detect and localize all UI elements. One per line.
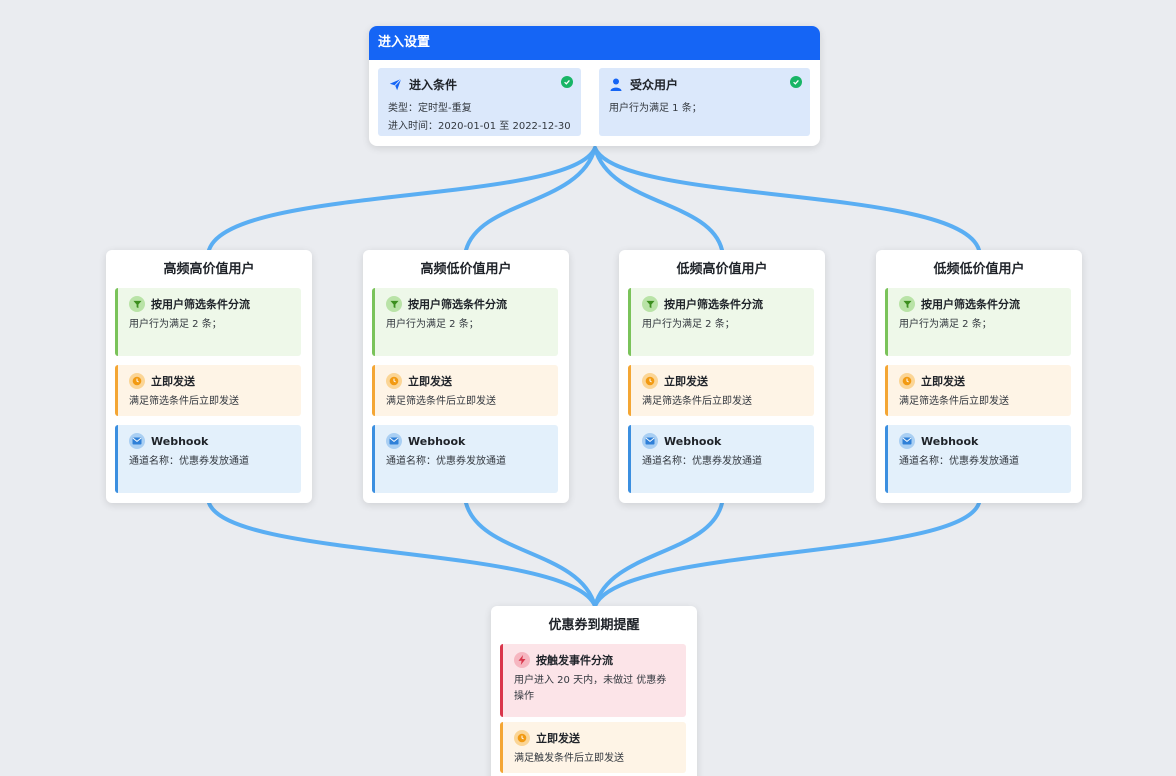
filter-icon <box>899 296 915 312</box>
webhook-node[interactable]: Webhook 通道名称：优惠券发放通道 <box>372 425 558 493</box>
entry-settings-card[interactable]: 进入设置 进入条件 类型：定时型-重复 进入时间：2020-01-01 至 20… <box>369 26 820 146</box>
entry-condition-title: 进入条件 <box>409 77 458 92</box>
branch-card-4[interactable]: 低频低价值用户 按用户筛选条件分流 用户行为满足 2 条； 立即发送 满足筛选条… <box>876 250 1082 503</box>
entry-condition-time: 进入时间：2020-01-01 至 2022-12-30 <box>388 121 571 132</box>
connector-entry-branch-4 <box>593 146 981 252</box>
filter-icon <box>386 296 402 312</box>
send-node-title: 立即发送 <box>151 375 195 388</box>
filter-node-desc: 用户行为满足 2 条； <box>129 319 222 330</box>
filter-node-title: 按用户筛选条件分流 <box>921 298 1020 311</box>
filter-node-title: 按用户筛选条件分流 <box>664 298 763 311</box>
branch-title: 高频低价值用户 <box>420 262 512 277</box>
branch-card-3[interactable]: 低频高价值用户 按用户筛选条件分流 用户行为满足 2 条； 立即发送 满足筛选条… <box>619 250 825 503</box>
trigger-node-title: 按触发事件分流 <box>536 654 613 667</box>
connector-branch-3-final <box>593 501 724 608</box>
entry-condition-block[interactable]: 进入条件 类型：定时型-重复 进入时间：2020-01-01 至 2022-12… <box>378 68 581 136</box>
filter-node[interactable]: 按用户筛选条件分流 用户行为满足 2 条； <box>628 288 814 356</box>
filter-node-desc: 用户行为满足 2 条； <box>899 319 992 330</box>
branch-title: 高频高价值用户 <box>163 262 255 277</box>
final-title: 优惠券到期提醒 <box>548 618 640 633</box>
filter-node-desc: 用户行为满足 2 条； <box>642 319 735 330</box>
connector-branch-2-final <box>464 501 597 608</box>
clock-icon <box>642 373 658 389</box>
branch-title: 低频高价值用户 <box>676 262 768 277</box>
webhook-node-desc: 通道名称：优惠券发放通道 <box>386 456 506 467</box>
send-node-desc: 满足筛选条件后立即发送 <box>899 396 1009 407</box>
webhook-node-title: Webhook <box>921 434 979 448</box>
branch-card-2[interactable]: 高频低价值用户 按用户筛选条件分流 用户行为满足 2 条； 立即发送 满足筛选条… <box>363 250 569 503</box>
lightning-icon <box>514 652 530 668</box>
send-node[interactable]: 立即发送 满足筛选条件后立即发送 <box>885 365 1071 416</box>
connector-branch-4-final <box>593 501 981 608</box>
entry-audience-title: 受众用户 <box>630 77 679 92</box>
webhook-node-title: Webhook <box>408 434 466 448</box>
send-node[interactable]: 立即发送 满足筛选条件后立即发送 <box>628 365 814 416</box>
webhook-node-desc: 通道名称：优惠券发放通道 <box>642 456 762 467</box>
user-icon <box>609 77 623 91</box>
entry-audience-block[interactable]: 受众用户 用户行为满足 1 条； <box>599 68 810 136</box>
send-icon <box>388 77 402 91</box>
branch-card-1[interactable]: 高频高价值用户 按用户筛选条件分流 用户行为满足 2 条； 立即发送 满足筛选条… <box>106 250 312 503</box>
filter-node-title: 按用户筛选条件分流 <box>151 298 250 311</box>
connector-branch-1-final <box>207 501 597 608</box>
clock-icon <box>129 373 145 389</box>
send-node-desc: 满足筛选条件后立即发送 <box>129 396 239 407</box>
branch-title: 低频低价值用户 <box>933 262 1025 277</box>
filter-icon <box>642 296 658 312</box>
webhook-node[interactable]: Webhook 通道名称：优惠券发放通道 <box>885 425 1071 493</box>
webhook-node-desc: 通道名称：优惠券发放通道 <box>899 456 1019 467</box>
trigger-node-desc: 用户进入 20 天内，未做过 优惠券操作 <box>514 675 667 702</box>
mail-icon <box>899 433 915 449</box>
webhook-node-title: Webhook <box>664 434 722 448</box>
webhook-node-desc: 通道名称：优惠券发放通道 <box>129 456 249 467</box>
send-node-desc: 满足筛选条件后立即发送 <box>386 396 496 407</box>
clock-icon <box>386 373 402 389</box>
filter-node-desc: 用户行为满足 2 条； <box>386 319 479 330</box>
send-node[interactable]: 立即发送 满足筛选条件后立即发送 <box>115 365 301 416</box>
mail-icon <box>129 433 145 449</box>
connector-entry-branch-1 <box>207 146 597 252</box>
webhook-node[interactable]: Webhook 通道名称：优惠券发放通道 <box>115 425 301 493</box>
send-node[interactable]: 立即发送 满足筛选条件后立即发送 <box>372 365 558 416</box>
webhook-node[interactable]: Webhook 通道名称：优惠券发放通道 <box>628 425 814 493</box>
clock-icon <box>514 730 530 746</box>
send-node-desc: 满足触发条件后立即发送 <box>514 753 624 764</box>
connector-entry-branch-3 <box>593 146 724 252</box>
filter-node[interactable]: 按用户筛选条件分流 用户行为满足 2 条； <box>115 288 301 356</box>
clock-icon <box>899 373 915 389</box>
entry-audience-desc: 用户行为满足 1 条； <box>609 103 702 114</box>
send-node[interactable]: 立即发送 满足触发条件后立即发送 <box>500 722 686 773</box>
filter-node[interactable]: 按用户筛选条件分流 用户行为满足 2 条； <box>372 288 558 356</box>
send-node-desc: 满足筛选条件后立即发送 <box>642 396 752 407</box>
mail-icon <box>386 433 402 449</box>
mail-icon <box>642 433 658 449</box>
filter-node-title: 按用户筛选条件分流 <box>408 298 507 311</box>
filter-node[interactable]: 按用户筛选条件分流 用户行为满足 2 条； <box>885 288 1071 356</box>
send-node-title: 立即发送 <box>921 375 965 388</box>
entry-condition-type: 类型：定时型-重复 <box>388 103 472 114</box>
connector-entry-branch-2 <box>464 146 597 252</box>
send-node-title: 立即发送 <box>664 375 708 388</box>
check-circle-icon <box>790 76 802 88</box>
check-circle-icon <box>561 76 573 88</box>
entry-settings-header: 进入设置 <box>369 26 820 60</box>
webhook-node-title: Webhook <box>151 434 209 448</box>
send-node-title: 立即发送 <box>536 732 580 745</box>
filter-icon <box>129 296 145 312</box>
trigger-node[interactable]: 按触发事件分流 用户进入 20 天内，未做过 优惠券操作 <box>500 644 686 717</box>
send-node-title: 立即发送 <box>408 375 452 388</box>
final-reminder-card[interactable]: 优惠券到期提醒 按触发事件分流 用户进入 20 天内，未做过 优惠券操作 立即发… <box>491 606 697 776</box>
